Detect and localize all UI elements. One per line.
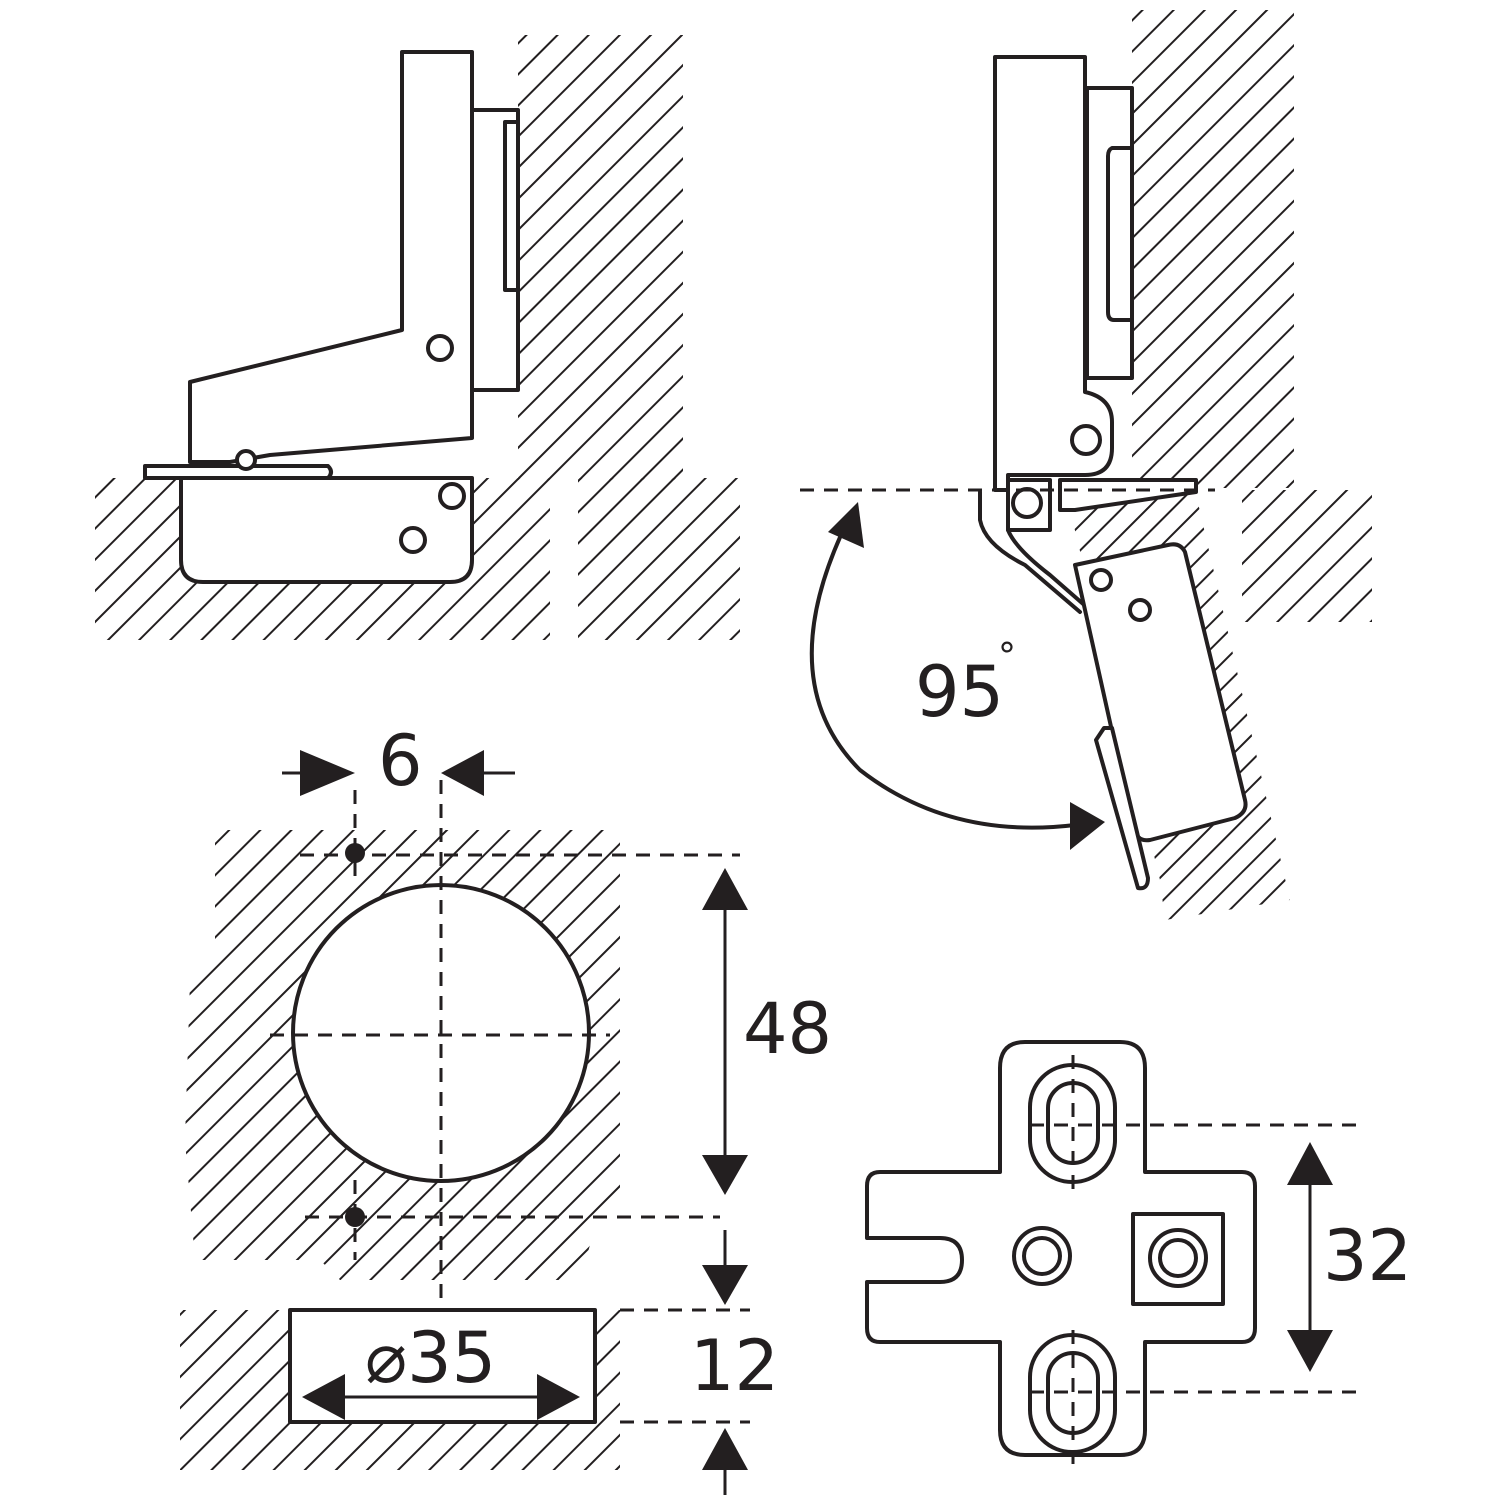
screw-hole-top	[345, 843, 365, 863]
opening-angle-unit: °	[998, 636, 1016, 677]
hinge-cup	[179, 476, 474, 584]
opening-angle-label: 95	[915, 651, 1004, 733]
hinge-arm-open	[993, 55, 1114, 492]
panel-hatch-open-right	[1242, 490, 1372, 622]
offset-dimension: 6	[378, 720, 423, 802]
cabinet-side-hatch-open	[1132, 10, 1294, 488]
drilling-pattern-view	[180, 750, 750, 1495]
mounting-plate	[470, 108, 520, 392]
mounting-plate-view	[865, 1040, 1365, 1465]
diameter-dimension: ⌀35	[365, 1317, 496, 1399]
door-panel-hatch-right	[578, 478, 740, 640]
cabinet-side-hatch	[518, 35, 683, 480]
depth-dimension: 12	[690, 1325, 779, 1407]
height-dimension: 48	[743, 988, 832, 1070]
hinge-arm	[188, 50, 474, 464]
closed-hinge-view	[95, 35, 740, 640]
screw-hole-bottom	[345, 1207, 365, 1227]
angle-arc	[809, 518, 1077, 830]
open-hinge-view	[800, 10, 1372, 920]
plate-spacing-dimension: 32	[1323, 1215, 1412, 1297]
